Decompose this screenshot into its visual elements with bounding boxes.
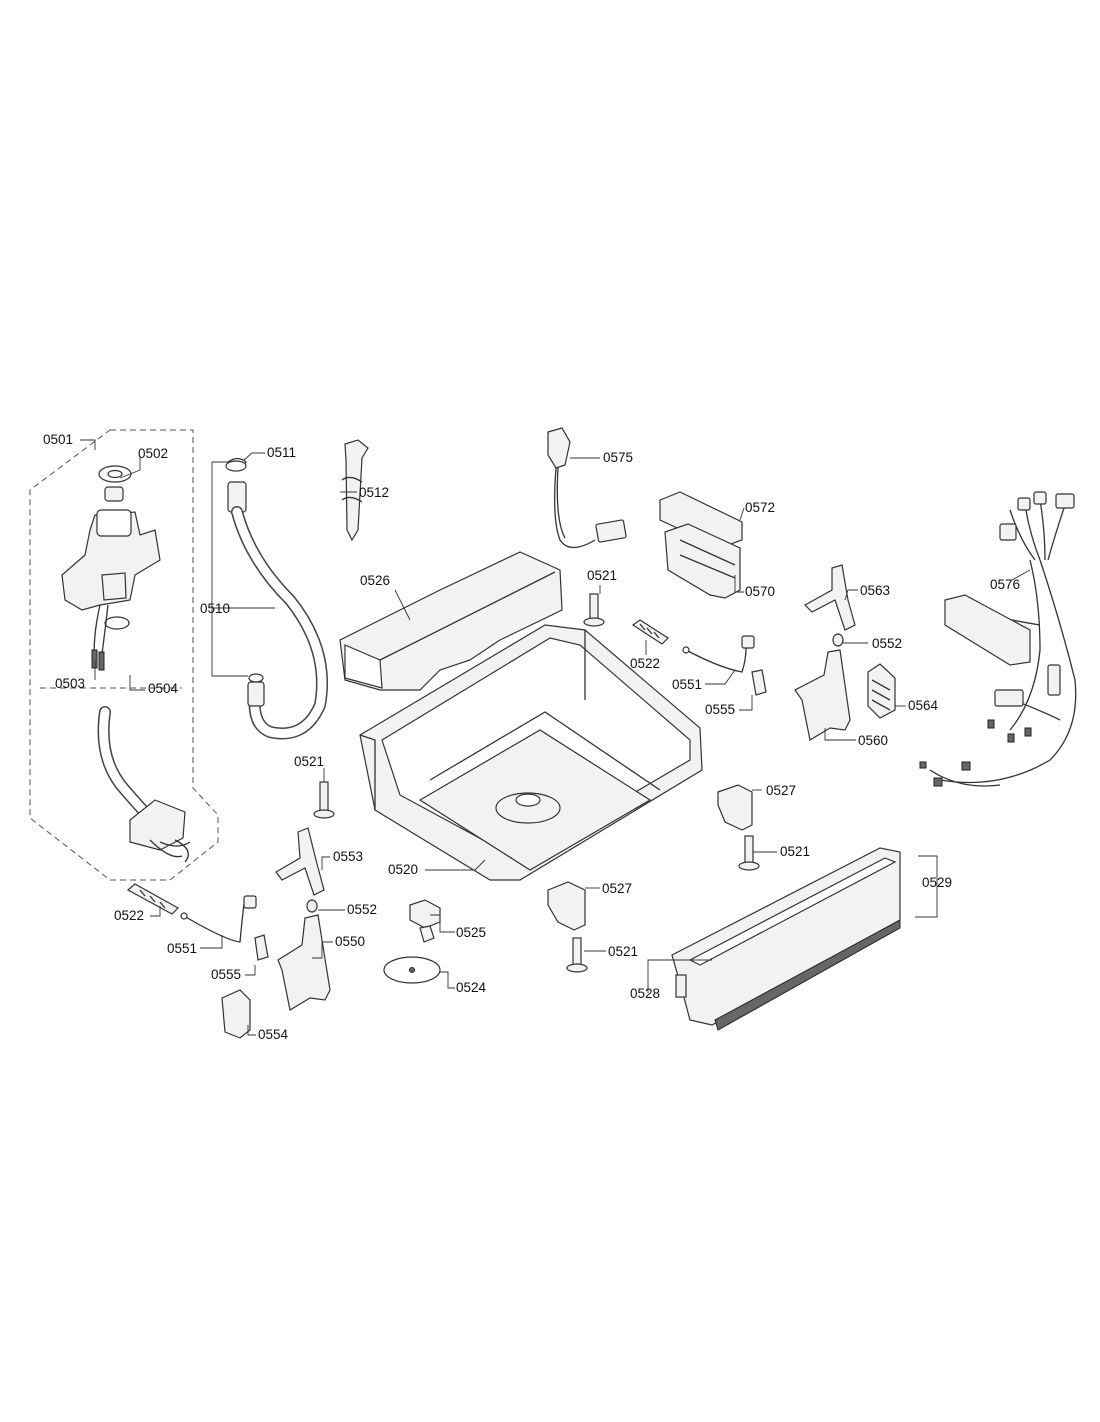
callout-0552-lower: 0552 bbox=[347, 902, 377, 917]
callout-0572: 0572 bbox=[745, 500, 775, 515]
callout-0526: 0526 bbox=[360, 573, 390, 588]
callout-0521-bottom: 0521 bbox=[608, 944, 638, 959]
callout-0570: 0570 bbox=[745, 584, 775, 599]
callout-0521-upper: 0521 bbox=[587, 568, 617, 583]
foot-0527-right bbox=[717, 784, 753, 831]
callout-0522-lower: 0522 bbox=[114, 908, 144, 923]
callout-0563: 0563 bbox=[860, 583, 890, 598]
cable-0551-lower bbox=[180, 895, 257, 943]
callout-0550: 0550 bbox=[335, 934, 365, 949]
clip-0555-lower bbox=[254, 934, 269, 961]
callout-labels: 0501 0502 0503 0504 0510 0511 0512 0575 … bbox=[43, 432, 1020, 1042]
callout-0555-upper: 0555 bbox=[705, 702, 735, 717]
cable-0551-upper bbox=[682, 635, 755, 673]
callout-0504: 0504 bbox=[148, 681, 179, 696]
sensor-0525-part bbox=[409, 899, 441, 943]
hinge-0553-part bbox=[275, 827, 325, 896]
callout-0503: 0503 bbox=[55, 676, 85, 691]
screw-0521-right bbox=[738, 835, 760, 871]
control-board-0572-0570-part bbox=[659, 491, 743, 599]
callout-0521-right: 0521 bbox=[780, 844, 810, 859]
callout-0512: 0512 bbox=[359, 485, 389, 500]
bracket-0560-part bbox=[794, 649, 851, 741]
callout-0528: 0528 bbox=[630, 986, 660, 1001]
spring-0522-upper bbox=[631, 619, 669, 645]
callout-0522-upper: 0522 bbox=[630, 656, 660, 671]
callout-0555-lower: 0555 bbox=[211, 967, 241, 982]
bracket-0554-part bbox=[221, 989, 251, 1039]
cover-0526-part bbox=[339, 551, 563, 691]
bracket-0550-part bbox=[277, 914, 331, 1011]
callout-0511: 0511 bbox=[267, 445, 296, 460]
washer-0552-lower bbox=[306, 899, 318, 913]
base-tub-0520-part bbox=[359, 624, 703, 881]
washer-0552-upper bbox=[832, 633, 844, 647]
assembly-0501-outline bbox=[29, 429, 219, 881]
latch-0564-part bbox=[867, 663, 896, 719]
disc-0524-part bbox=[383, 956, 441, 984]
callout-0576: 0576 bbox=[990, 577, 1020, 592]
spring-0522-lower bbox=[126, 883, 179, 915]
callout-0560: 0560 bbox=[858, 733, 888, 748]
callout-0501: 0501 bbox=[43, 432, 73, 447]
callout-0510: 0510 bbox=[200, 601, 230, 616]
callout-0527-lower: 0527 bbox=[602, 881, 632, 896]
wiring-harness-0576-part bbox=[919, 491, 1077, 787]
drain-hose-0510-part bbox=[225, 457, 328, 740]
callout-0502: 0502 bbox=[138, 446, 168, 461]
screw-0521-upper bbox=[583, 593, 605, 627]
callout-0525: 0525 bbox=[456, 925, 486, 940]
inlet-hose-0504-part bbox=[97, 706, 191, 863]
clip-0555-upper bbox=[751, 669, 767, 696]
callout-0564: 0564 bbox=[908, 698, 939, 713]
callout-0521-left: 0521 bbox=[294, 754, 324, 769]
callout-0553: 0553 bbox=[333, 849, 363, 864]
callout-0527-right: 0527 bbox=[766, 783, 796, 798]
callout-0524: 0524 bbox=[456, 980, 487, 995]
callout-0575: 0575 bbox=[603, 450, 633, 465]
callout-0554: 0554 bbox=[258, 1027, 289, 1042]
callout-0551-upper: 0551 bbox=[672, 677, 702, 692]
hinge-0563-part bbox=[804, 564, 856, 631]
screw-0521-bottom bbox=[566, 937, 588, 973]
callout-0529: 0529 bbox=[922, 875, 952, 890]
callout-0552-upper: 0552 bbox=[872, 636, 902, 651]
water-valve-part bbox=[61, 465, 161, 671]
power-cord-0575-part bbox=[547, 427, 627, 549]
leader-lines bbox=[80, 439, 1031, 1036]
screw-0521-left bbox=[313, 781, 335, 819]
callout-0520: 0520 bbox=[388, 862, 418, 877]
plinth-0528-0529-part bbox=[671, 847, 901, 1031]
callout-0551-lower: 0551 bbox=[167, 941, 197, 956]
foot-0527-lower bbox=[547, 881, 586, 931]
support-pin-0512-part bbox=[341, 439, 369, 542]
